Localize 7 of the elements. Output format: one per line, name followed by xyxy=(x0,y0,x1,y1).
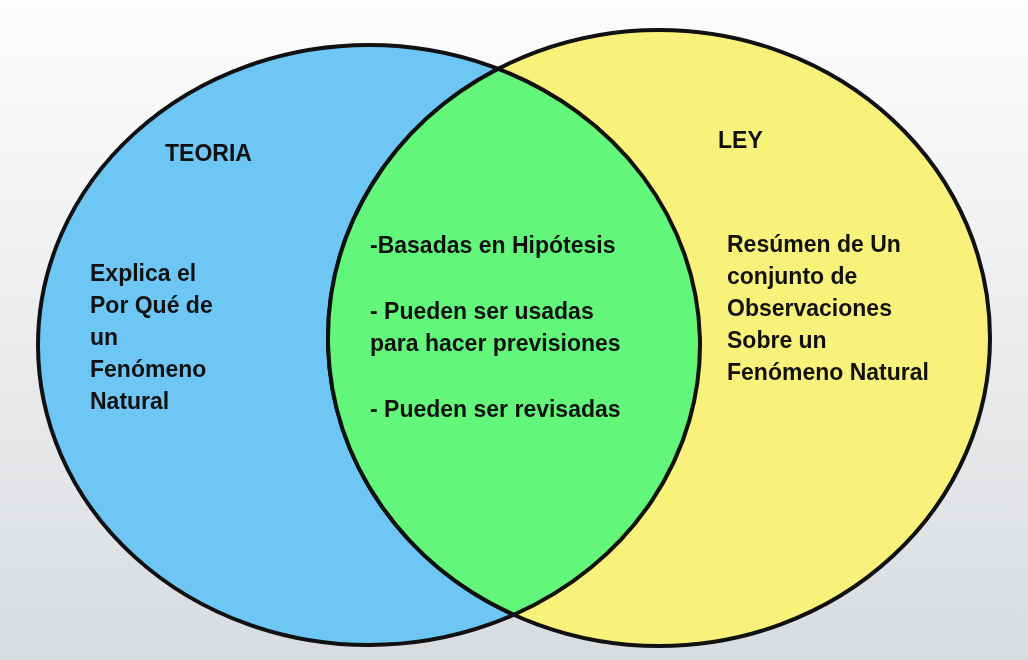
description-text: Explica el Por Qué de un Fenómeno Natural xyxy=(90,259,214,416)
circle-heading: LEY xyxy=(718,126,764,155)
shared-feature-text: - Pueden ser revisadas xyxy=(370,395,622,424)
description-text: Resúmen de Un conjunto de Observaciones Sobre un Fenómeno Natural xyxy=(727,230,930,387)
shared-feature-text: -Basadas en Hipótesis xyxy=(370,231,617,260)
circle-heading: TEORIA xyxy=(165,139,253,168)
shared-feature-text: - Pueden ser usadas para hacer previsiones xyxy=(370,297,622,358)
